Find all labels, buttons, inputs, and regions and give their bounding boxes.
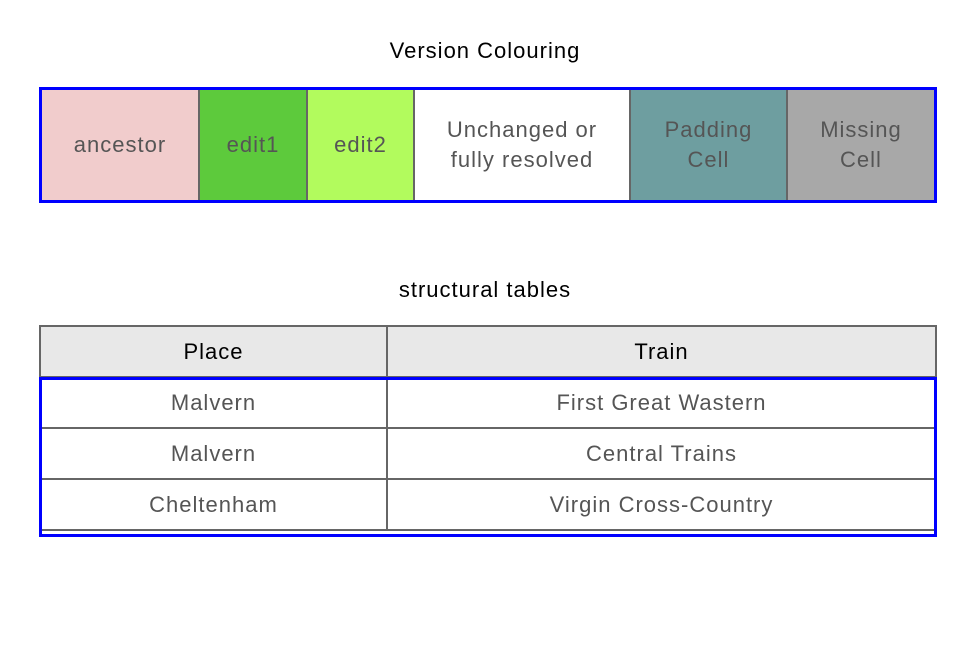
legend-edit1: edit1 xyxy=(200,90,308,200)
cell-train: Virgin Cross-Country xyxy=(386,478,937,531)
legend-unchanged: Unchanged or fully resolved xyxy=(415,90,631,200)
legend-edit2: edit2 xyxy=(308,90,415,200)
cell-place: Malvern xyxy=(39,427,388,480)
version-colour-legend: ancestor edit1 edit2 Unchanged or fully … xyxy=(39,87,937,203)
header-train: Train xyxy=(386,325,937,378)
legend-title: Version Colouring xyxy=(389,38,581,63)
legend-ancestor: ancestor xyxy=(42,90,200,200)
cell-train: Central Trains xyxy=(386,427,937,480)
cell-place: Cheltenham xyxy=(39,478,388,531)
cell-place: Malvern xyxy=(39,376,388,429)
legend-missing-cell: Missing Cell xyxy=(788,90,934,200)
table-title: structural tables xyxy=(398,277,572,302)
header-place: Place xyxy=(39,325,388,378)
header-row: Place Train xyxy=(39,325,937,378)
legend-padding-cell: Padding Cell xyxy=(631,90,788,200)
cell-train: First Great Wastern xyxy=(386,376,937,429)
